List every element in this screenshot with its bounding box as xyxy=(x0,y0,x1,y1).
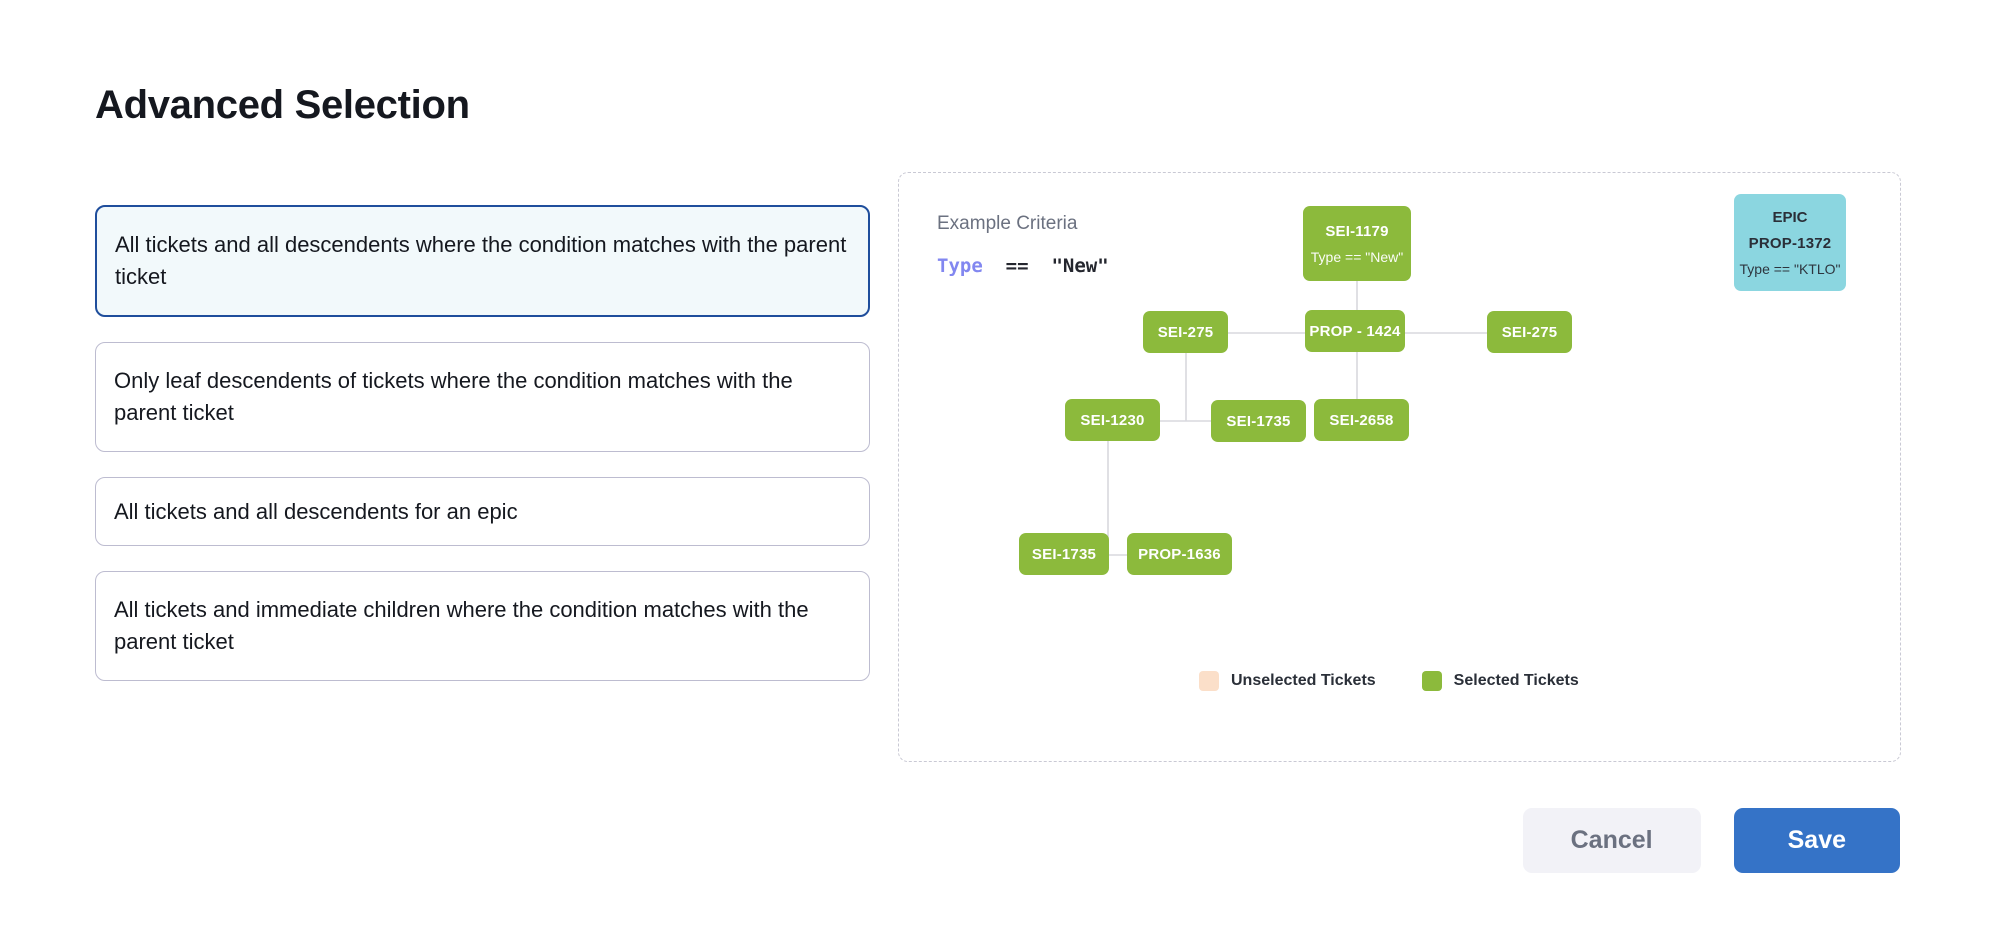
legend-item-1: Selected Tickets xyxy=(1421,671,1579,691)
legend-swatch-icon xyxy=(1421,671,1442,691)
tree-node-sei-1735-8[interactable]: SEI-1735 xyxy=(1019,533,1109,575)
tree-node-prop-1424-3[interactable]: PROP - 1424 xyxy=(1305,310,1405,352)
node-id: SEI-1735 xyxy=(1226,412,1291,430)
criteria-value: "New" xyxy=(1051,255,1109,277)
legend-item-0: Unselected Tickets xyxy=(1199,671,1376,691)
node-kind: EPIC xyxy=(1772,208,1808,226)
cancel-button[interactable]: Cancel xyxy=(1522,808,1701,873)
option-label: All tickets and immediate children where… xyxy=(114,597,809,655)
node-condition: Type == "KTLO" xyxy=(1739,260,1841,277)
option-card-2[interactable]: All tickets and all descendents for an e… xyxy=(95,476,870,547)
example-diagram-panel: Example Criteria Type == "New" xyxy=(898,172,1901,762)
option-label: Only leaf descendents of tickets where t… xyxy=(114,367,793,425)
node-id: SEI-1735 xyxy=(1031,545,1097,563)
tree-node-sei-1735-6[interactable]: SEI-1735 xyxy=(1211,400,1306,442)
option-card-1[interactable]: Only leaf descendents of tickets where t… xyxy=(95,341,870,452)
legend-label: Selected Tickets xyxy=(1453,672,1579,689)
tree-node-sei-1230-5[interactable]: SEI-1230 xyxy=(1065,399,1160,441)
criteria-title: Example Criteria xyxy=(937,213,1078,234)
legend-swatch-icon xyxy=(1199,671,1219,691)
node-id: PROP-1636 xyxy=(1138,545,1221,563)
option-label: All tickets and all descendents for an e… xyxy=(114,498,518,524)
node-condition: Type == "New" xyxy=(1310,248,1404,265)
option-label: All tickets and all descendents where th… xyxy=(115,232,847,289)
tree-node-sei-2658-7[interactable]: SEI-2658 xyxy=(1314,399,1409,441)
option-card-0[interactable]: All tickets and all descendents where th… xyxy=(95,205,870,317)
criteria-block: Example Criteria Type == "New" xyxy=(937,213,1109,277)
legend-label: Unselected Tickets xyxy=(1231,672,1376,689)
criteria-field: Type xyxy=(937,255,983,277)
page-title: Advanced Selection xyxy=(95,82,470,127)
diagram-legend: Unselected Tickets Selected Tickets xyxy=(1199,671,1579,691)
node-id: SEI-1179 xyxy=(1325,222,1389,240)
footer-actions: Cancel Save xyxy=(1522,808,1900,873)
node-id: PROP-1372 xyxy=(1748,234,1832,252)
node-id: SEI-2658 xyxy=(1329,411,1394,429)
option-card-3[interactable]: All tickets and immediate children where… xyxy=(95,571,870,682)
tree-node-sei-275-4[interactable]: SEI-275 xyxy=(1487,311,1572,353)
selection-options-list: All tickets and all descendents where th… xyxy=(95,205,870,706)
node-id: SEI-1230 xyxy=(1080,411,1145,429)
criteria-expression: Type == "New" xyxy=(937,255,1109,277)
tree-node-sei-275-2[interactable]: SEI-275 xyxy=(1143,311,1228,353)
criteria-operator-symbol: == xyxy=(1005,255,1029,277)
save-button[interactable]: Save xyxy=(1733,808,1900,873)
node-id: SEI-275 xyxy=(1501,323,1558,341)
node-id: SEI-275 xyxy=(1157,323,1214,341)
tree-node-prop-1636-9[interactable]: PROP-1636 xyxy=(1127,533,1232,575)
node-id: PROP - 1424 xyxy=(1309,322,1401,340)
